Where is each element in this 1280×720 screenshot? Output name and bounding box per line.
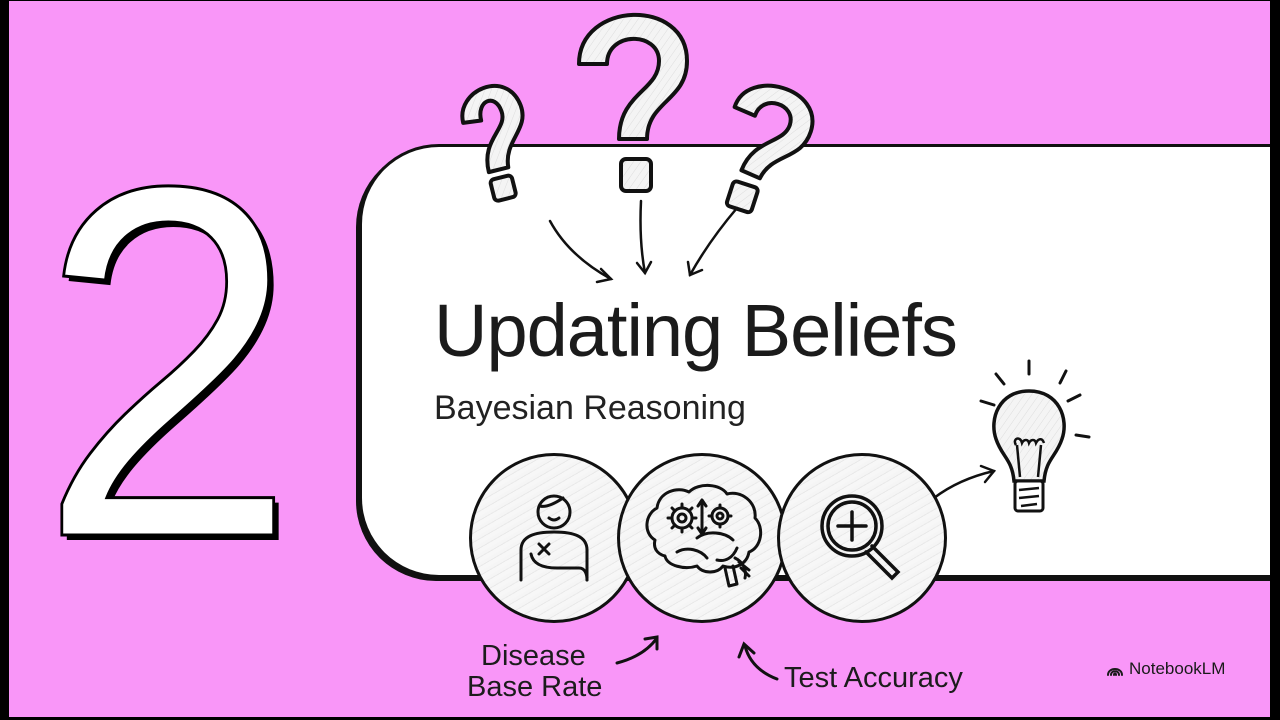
label-disease-line2: Base Rate [467,670,603,703]
slide-number-2: 2 2 [37,82,302,647]
notebooklm-branding: NotebookLM [1106,659,1225,679]
svg-text:2: 2 [43,88,302,646]
label-disease-line1: Disease [481,640,586,672]
slide: 2 2 [9,1,1270,717]
svg-text:2: 2 [38,83,297,641]
circle-person [469,453,639,623]
circle-magnifier [777,453,947,623]
slide-title: Updating Beliefs [434,289,958,372]
brain-gears-icon [645,484,763,588]
label-test-accuracy: Test Accuracy [784,662,963,694]
magnifier-plus-icon [820,494,901,581]
label-arrows [615,635,779,681]
slide-subtitle: Bayesian Reasoning [434,389,746,427]
person-icon [519,494,589,582]
circle-brain [617,453,787,623]
notebooklm-logo-icon [1107,668,1123,676]
label-disease-base-rate: Disease Base Rate [467,641,602,702]
brand-name: NotebookLM [1129,659,1226,678]
